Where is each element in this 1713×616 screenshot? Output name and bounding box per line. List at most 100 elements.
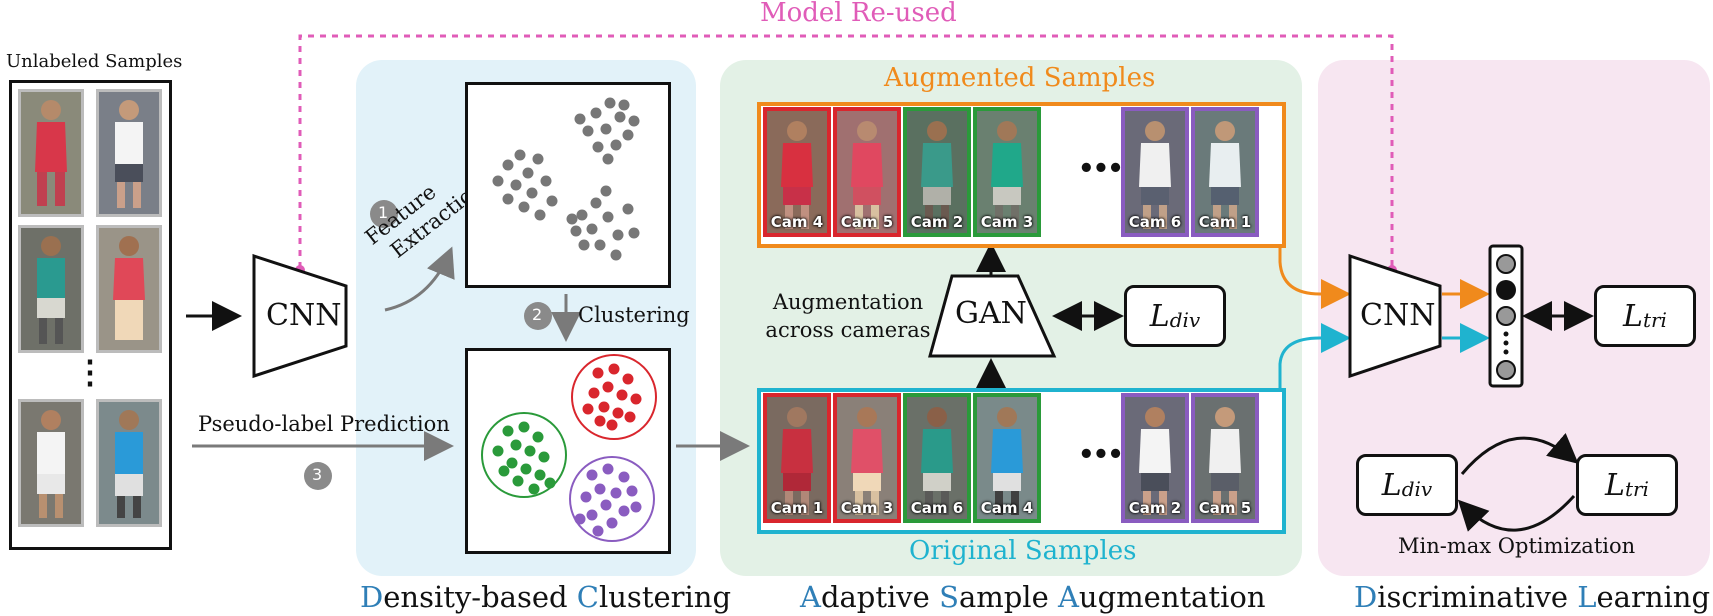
scatter-point [600,499,612,511]
scatter-point [628,115,640,127]
sample-thumbnail: Cam 6 [1121,107,1189,237]
feature-scatter-box [465,82,671,288]
scatter-point [594,415,606,427]
cluster-ring [569,456,655,542]
scatter-point [616,389,628,401]
scatter-point [586,509,598,521]
ldiv-gan-L: L [1149,298,1170,334]
scatter-point [612,407,624,419]
sample-thumbnail: Cam 6 [903,393,971,523]
scatter-point [602,211,614,223]
scatter-point [590,197,602,209]
camera-label: Cam 4 [980,499,1034,517]
scatter-point [502,193,514,205]
scatter-point [610,249,622,261]
sample-thumbnail: Cam 1 [1191,107,1259,237]
scatter-point [614,111,626,123]
scatter-point [576,209,588,221]
scatter-point [540,175,552,187]
cnn-left-label: CNN [266,298,342,333]
scatter-point [518,201,530,213]
scatter-point [604,97,616,109]
camera-label: Cam 5 [1198,499,1252,517]
scatter-point [526,187,538,199]
scatter-point [528,483,540,495]
scatter-point [602,153,614,165]
scatter-point [574,113,586,125]
unlabeled-samples-title: Unlabeled Samples [6,51,183,72]
scatter-point [622,129,634,141]
scatter-point [600,185,612,197]
ltri-main-sub: tri [1642,308,1667,332]
scatter-point [618,505,630,517]
original-samples-title: Original Samples [909,536,1137,566]
section-title-adaptive: Adaptive Sample Augmentation [800,580,1266,614]
augmented-dots: ••• [1078,154,1124,184]
sample-thumbnail: Cam 3 [833,393,901,523]
scatter-point [522,167,534,179]
ldiv-gan-sub: div [1169,308,1201,332]
scatter-point [512,475,524,487]
scatter-point [574,513,586,525]
scatter-point [602,463,614,475]
scatter-point [592,525,604,537]
scatter-point [592,367,604,379]
scatter-point [608,363,620,375]
unlabeled-ellipsis: ⋮ [74,353,106,391]
scatter-point [524,445,536,457]
cnn-right-label: CNN [1360,298,1436,333]
scatter-point [534,209,546,221]
unlabeled-image [96,399,162,527]
scatter-point [626,485,638,497]
scatter-point [502,425,514,437]
model-reused-line [298,34,1394,270]
scatter-point [492,445,504,457]
unlabeled-samples-box: ⋮ [9,80,172,550]
scatter-point [532,153,544,165]
scatter-point [618,471,630,483]
scatter-point [538,451,550,463]
camera-label: Cam 1 [1198,213,1252,231]
scatter-point [588,387,600,399]
unlabeled-image [18,89,84,217]
sample-thumbnail: Cam 2 [903,107,971,237]
scatter-point [492,175,504,187]
augmentation-line2: across cameras [765,318,931,342]
camera-label: Cam 2 [1128,499,1182,517]
step2-number: 2 [532,305,543,324]
sample-thumbnail: Cam 2 [1121,393,1189,523]
scatter-point [594,239,606,251]
scatter-point [578,239,590,251]
scatter-point [534,469,546,481]
scatter-point [610,139,622,151]
camera-label: Cam 6 [910,499,964,517]
ldiv-minmax-sub: div [1401,477,1433,501]
sample-thumbnail: Cam 5 [833,107,901,237]
scatter-point [520,463,532,475]
scatter-point [532,431,544,443]
scatter-point [630,393,642,405]
scatter-point [580,491,592,503]
scatter-point [498,465,510,477]
scatter-point [510,439,522,451]
minmax-label: Min-max Optimization [1398,534,1636,558]
cluster-ring [481,412,567,498]
clustering-label: Clustering [578,303,690,327]
scatter-point [586,223,598,235]
section-title-density: Density-based Clustering [360,580,732,614]
scatter-point [570,225,582,237]
cnn-right-shape [1348,253,1442,379]
scatter-point [518,421,530,433]
sample-thumbnail: Cam 1 [763,393,831,523]
camera-label: Cam 3 [840,499,894,517]
camera-label: Cam 4 [770,213,824,231]
camera-label: Cam 5 [840,213,894,231]
gan-shape [928,274,1057,358]
scatter-point [502,159,514,171]
ldiv-minmax-L: L [1381,467,1402,503]
